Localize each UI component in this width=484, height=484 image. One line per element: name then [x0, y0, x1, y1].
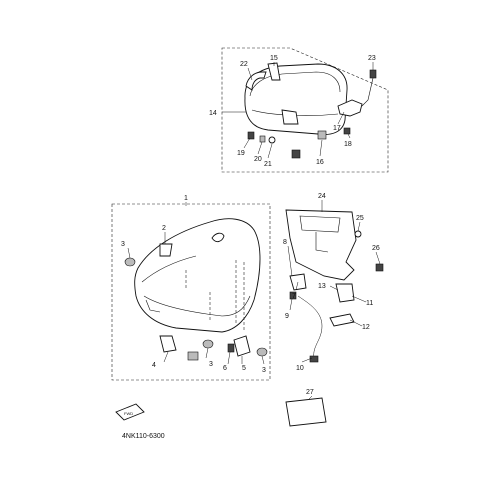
callout-19: 19 — [237, 150, 245, 157]
caution-label — [285, 397, 327, 427]
callout-1: 1 — [184, 195, 188, 202]
seat-bracket-damper — [187, 351, 199, 361]
callout-25: 26 — [372, 245, 380, 252]
callout-10: 10 — [296, 365, 304, 372]
callout-18: 18 — [344, 141, 352, 148]
callout-24: 24 — [318, 193, 326, 200]
callout-20: 20 — [254, 156, 262, 163]
callout-3: 3 — [209, 361, 213, 368]
callout-4: 4 — [152, 362, 156, 369]
seat-latch — [335, 283, 355, 303]
grab-handle — [245, 71, 267, 91]
leader-lines — [127, 62, 381, 401]
callout-26: 25 — [356, 215, 364, 222]
seat-dampers — [124, 257, 268, 357]
callout-3: 3 — [262, 367, 266, 374]
callout-14: 14 — [209, 110, 217, 117]
bracket-bolt — [354, 230, 362, 238]
seat-lock-hook — [361, 69, 377, 107]
rear-seat — [244, 63, 348, 135]
main-seat-group-outline — [111, 203, 271, 381]
upper-fasteners — [247, 127, 351, 159]
callout-5: 5 — [242, 365, 246, 372]
lock-bolt — [289, 291, 297, 300]
callout-15: 15 — [270, 55, 278, 62]
seat-mount-points — [185, 260, 245, 330]
rear-seat-front-tab — [281, 109, 299, 125]
callout-11: 11 — [366, 300, 373, 307]
callout-3: 3 — [121, 241, 125, 248]
seat-bolt — [227, 343, 235, 353]
seat-rear-bracket — [233, 335, 251, 357]
seat-lock-cable — [297, 295, 323, 359]
bracket-screw — [375, 263, 384, 272]
callout-12: 12 — [362, 324, 370, 331]
fwd-arrow-icon — [115, 403, 145, 421]
callout-21: 21 — [264, 161, 272, 168]
callout-23: 23 — [368, 55, 376, 62]
callout-13: 13 — [318, 283, 326, 290]
callout-7: 7 — [292, 293, 296, 300]
catalog-code: 4NK110-6300 — [122, 433, 165, 440]
callout-8: 8 — [283, 239, 287, 246]
callout-labels: 1 2 3 3 3 4 5 6 7 8 9 10 11 12 13 14 15 … — [121, 55, 380, 396]
callout-2: 2 — [162, 225, 166, 232]
cable-end — [309, 355, 319, 363]
rear-seat-group-outline — [221, 47, 389, 173]
callout-27: 27 — [306, 389, 314, 396]
callout-9: 9 — [285, 313, 289, 320]
seat-front-tab — [159, 243, 173, 257]
fwd-mark: FWD — [124, 411, 133, 416]
main-seat — [134, 218, 261, 333]
callout-17: 17 — [333, 125, 341, 132]
callout-16: 16 — [316, 159, 324, 166]
seat-lock-bracket — [285, 209, 357, 281]
callout-6: 6 — [223, 365, 227, 372]
callout-22: 22 — [240, 61, 248, 68]
seat-front-bracket — [159, 335, 177, 353]
